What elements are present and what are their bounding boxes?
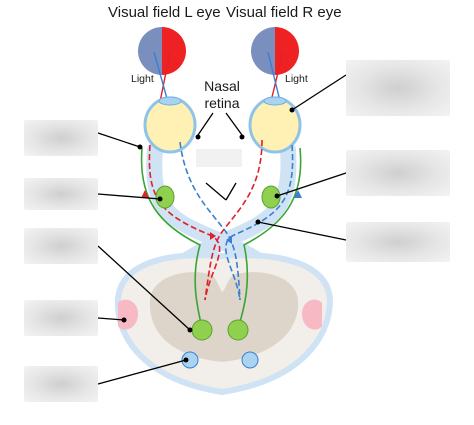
right-visual-field-disc <box>251 27 299 75</box>
green-pathway <box>140 147 302 329</box>
label-box-left-5[interactable] <box>24 366 98 402</box>
label-box-center[interactable] <box>196 149 242 167</box>
label-box-left-1[interactable] <box>24 120 98 156</box>
nasal-retina-pointers <box>197 112 243 201</box>
red-pathway <box>148 139 263 301</box>
label-box-left-2[interactable] <box>24 178 98 210</box>
right-pretectal-nucleus <box>241 351 259 369</box>
brain-section <box>114 252 334 396</box>
right-lateral-geniculate <box>302 299 322 330</box>
left-pretectal-nucleus <box>181 351 199 369</box>
label-box-right-3[interactable] <box>346 222 450 262</box>
left-edinger-westphal-nucleus <box>191 319 213 341</box>
label-leaders <box>97 74 347 385</box>
blue-pathway <box>179 141 294 301</box>
right-ciliary-ganglion <box>261 185 281 209</box>
pathway-arrows <box>141 190 216 240</box>
right-edinger-westphal-nucleus <box>227 319 249 341</box>
left-light-label: Light <box>131 73 154 85</box>
nasal-retina-label: Nasal retina <box>192 78 252 112</box>
left-visual-field-disc <box>138 27 186 75</box>
label-box-right-1[interactable] <box>346 60 450 116</box>
nasal-label-line2: retina <box>204 95 240 111</box>
left-eyeball <box>143 96 197 154</box>
label-box-left-4[interactable] <box>24 300 98 336</box>
label-box-left-3[interactable] <box>24 228 98 264</box>
label-box-right-2[interactable] <box>346 150 450 196</box>
nasal-label-line1: Nasal <box>204 78 240 94</box>
left-ciliary-ganglion <box>155 185 175 209</box>
right-light-label: Light <box>285 73 308 85</box>
right-eyeball <box>248 96 302 154</box>
left-eye-field-title: Visual field L eye <box>108 4 221 21</box>
right-eye-field-title: Visual field R eye <box>226 4 342 21</box>
